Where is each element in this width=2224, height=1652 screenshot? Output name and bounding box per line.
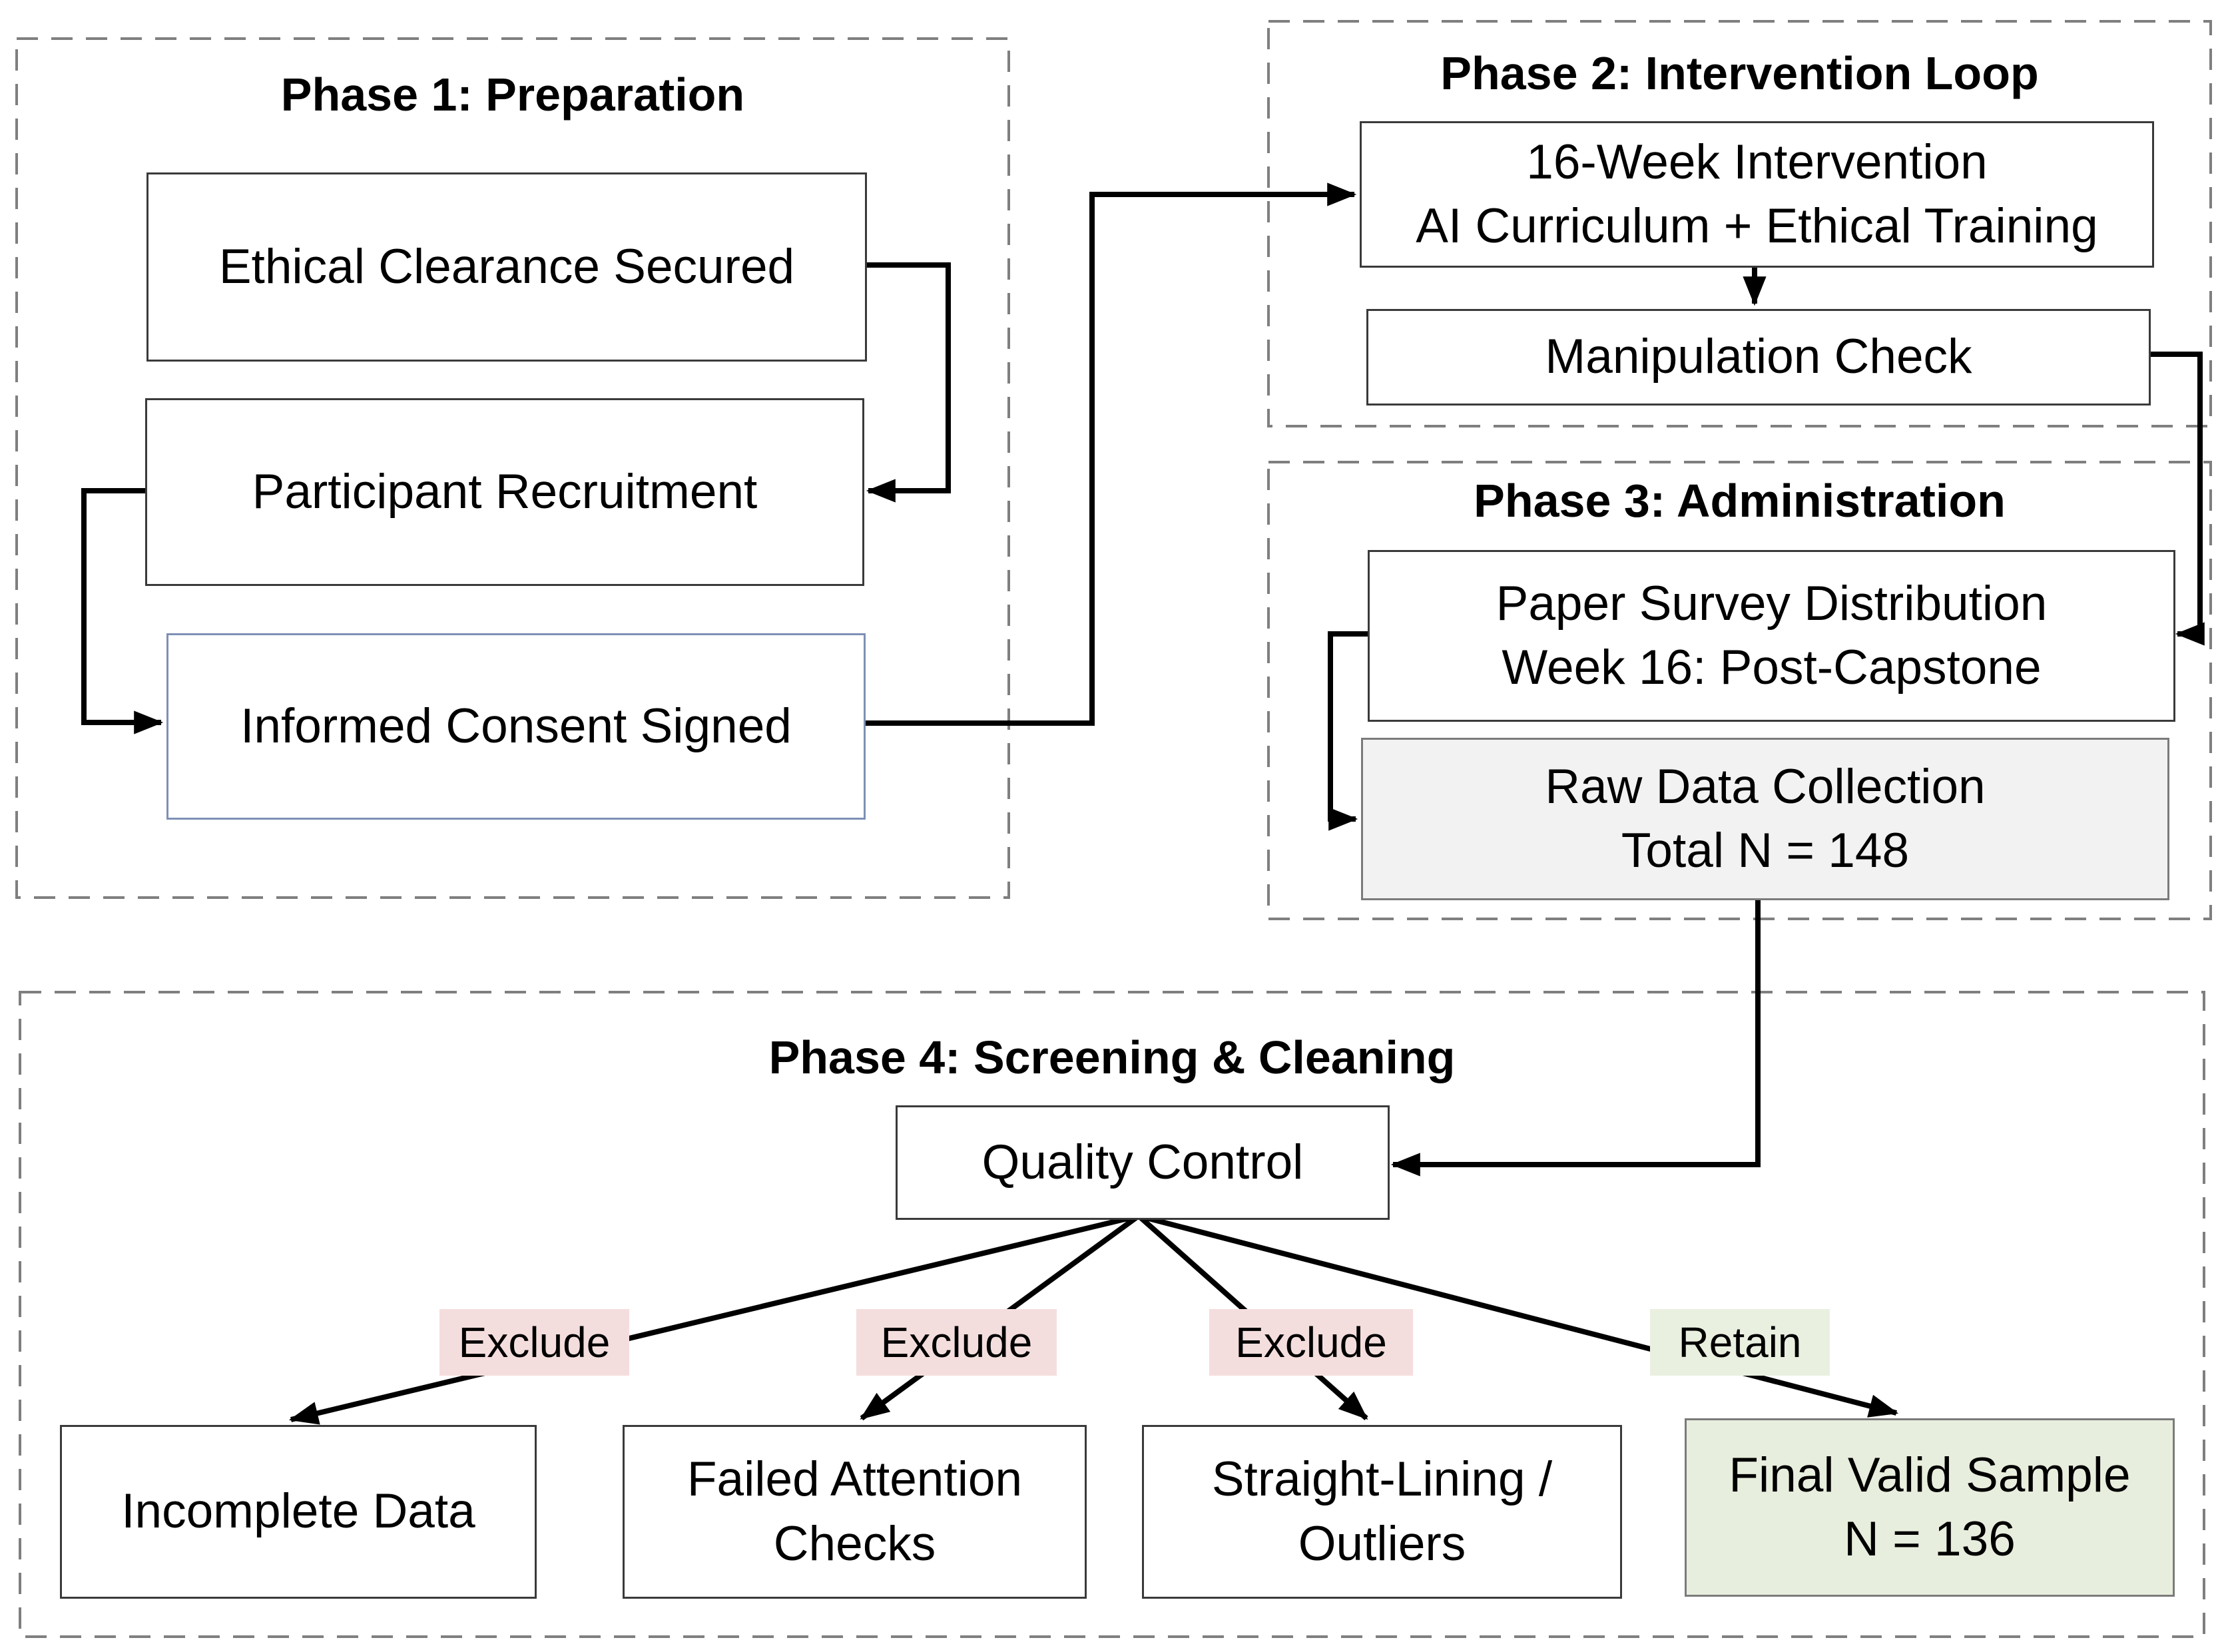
node-raw-data-collection: Raw Data Collection Total N = 148: [1361, 738, 2169, 900]
phase-4-boundary: [19, 991, 2205, 1638]
node-label: 16-Week Intervention: [1526, 135, 1988, 189]
edge-label-exclude-3: Exclude: [1209, 1309, 1413, 1376]
node-label: Participant Recruitment: [252, 464, 758, 519]
node-label: Checks: [773, 1516, 936, 1571]
node-final-valid-sample: Final Valid Sample N = 136: [1685, 1418, 2175, 1597]
node-paper-survey: Paper Survey Distribution Week 16: Post-…: [1368, 550, 2175, 722]
edge-qc-to-final-sample: [1137, 1213, 1899, 1418]
node-label: Incomplete Data: [121, 1484, 475, 1539]
edge-label-exclude-2: Exclude: [856, 1309, 1057, 1376]
node-label: Week 16: Post-Capstone: [1502, 641, 2042, 694]
node-quality-control: Quality Control: [896, 1105, 1390, 1220]
node-participant-recruitment: Participant Recruitment: [145, 398, 864, 586]
edge-label-retain: Retain: [1650, 1309, 1830, 1376]
phase-2-title: Phase 2: Intervention Loop: [1440, 47, 2039, 99]
edge-participant-to-consent: [81, 488, 164, 734]
phase-1-title: Phase 1: Preparation: [280, 69, 745, 121]
node-failed-attention-checks: Failed Attention Checks: [623, 1425, 1087, 1599]
node-incomplete-data: Incomplete Data: [60, 1425, 537, 1599]
node-label: AI Curriculum + Ethical Training: [1416, 199, 2098, 253]
node-label: N = 136: [1844, 1512, 2016, 1566]
edge-consent-to-intervention: [862, 182, 1357, 726]
node-label: Failed Attention: [687, 1452, 1023, 1507]
edge-manipulation-to-paper-survey: [2147, 352, 2205, 646]
edge-ethical-to-participant: [863, 262, 951, 503]
edge-paper-survey-to-raw-data: [1328, 631, 1368, 831]
node-manipulation-check: Manipulation Check: [1366, 309, 2151, 406]
phase-3-boundary: [1267, 461, 2212, 920]
node-label: Informed Consent Signed: [240, 698, 792, 753]
node-ethical-clearance: Ethical Clearance Secured: [146, 172, 867, 362]
node-informed-consent: Informed Consent Signed: [166, 633, 866, 820]
node-label: Manipulation Check: [1545, 330, 1972, 384]
node-intervention: 16-Week Intervention AI Curriculum + Eth…: [1360, 121, 2154, 268]
phase-4-title: Phase 4: Screening & Cleaning: [768, 1031, 1456, 1083]
phase-2-boundary: [1267, 20, 2212, 427]
edge-label-exclude-1: Exclude: [439, 1309, 629, 1376]
phase-1-boundary: [15, 37, 1010, 899]
node-label: Paper Survey Distribution: [1496, 576, 2048, 631]
node-label: Ethical Clearance Secured: [218, 239, 795, 294]
node-label: Raw Data Collection: [1545, 759, 1986, 814]
edge-raw-data-to-quality-control: [1390, 896, 1761, 1177]
node-label: Outliers: [1298, 1516, 1466, 1571]
node-label: Final Valid Sample: [1729, 1448, 2131, 1502]
phase-3-title: Phase 3: Administration: [1474, 475, 2006, 527]
node-straight-lining-outliers: Straight-Lining / Outliers: [1142, 1425, 1622, 1599]
edge-qc-to-incomplete-data: [288, 1213, 1139, 1425]
node-label: Quality Control: [981, 1135, 1304, 1189]
node-label: Total N = 148: [1621, 824, 1910, 878]
node-label: Straight-Lining /: [1211, 1452, 1553, 1507]
